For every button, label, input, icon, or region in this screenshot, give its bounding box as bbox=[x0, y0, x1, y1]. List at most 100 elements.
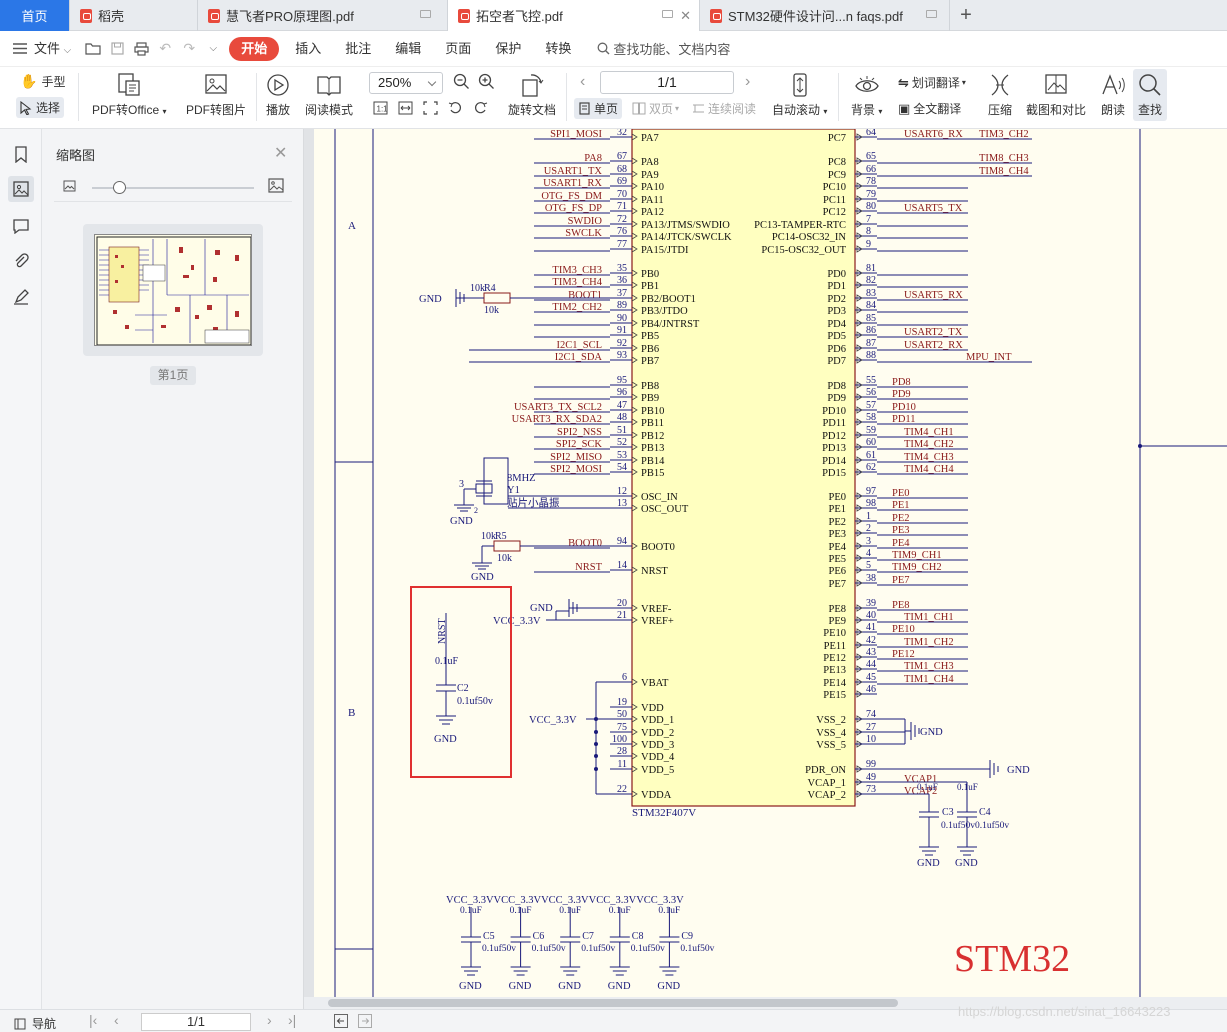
scrollbar-thumb[interactable] bbox=[328, 999, 898, 1007]
menu-page[interactable]: 页面 bbox=[445, 40, 472, 56]
net-label-TIM4_CH1: TIM4_CH1 bbox=[904, 427, 954, 438]
open-folder-icon[interactable] bbox=[81, 37, 105, 61]
rotate-document-button[interactable]: 旋转文档 bbox=[508, 71, 556, 118]
net-label-OTG_FS_DM: OTG_FS_DM bbox=[541, 191, 602, 202]
menu-convert[interactable]: 转换 bbox=[545, 40, 572, 56]
pin-number-88: 88 bbox=[866, 350, 876, 361]
undo-icon[interactable]: ↶ bbox=[159, 40, 172, 56]
double-page-button[interactable]: 双页▾ bbox=[632, 100, 679, 117]
horizontal-scrollbar[interactable] bbox=[304, 997, 1227, 1009]
bookmark-icon[interactable] bbox=[8, 141, 34, 167]
attachment-icon[interactable] bbox=[8, 248, 34, 274]
screenshot-compare-button[interactable]: 截图和对比 bbox=[1026, 71, 1086, 118]
monitor-icon[interactable] bbox=[420, 10, 431, 18]
zoom-out-icon[interactable] bbox=[453, 73, 470, 90]
pin-name-PC8: PC8 bbox=[828, 157, 846, 168]
auto-scroll-button[interactable]: 自动滚动 ▾ bbox=[772, 71, 827, 118]
pdf-to-image-button[interactable]: PDF转图片 bbox=[186, 71, 246, 118]
c2-ref: C2 bbox=[457, 683, 469, 694]
monitor-icon[interactable] bbox=[926, 10, 937, 18]
menu-protect[interactable]: 保护 bbox=[495, 40, 522, 56]
page-number-input[interactable]: 1/1 bbox=[600, 71, 734, 94]
bypass-value: 0.1uF bbox=[510, 906, 532, 916]
last-page-icon[interactable]: ›| bbox=[288, 1012, 297, 1028]
bypass-rating: 0.1uf50v bbox=[680, 943, 714, 954]
page-thumbnail[interactable] bbox=[83, 224, 263, 356]
tab-stm32-faqs-pdf[interactable]: STM32硬件设计问...n faqs.pdf bbox=[700, 0, 950, 31]
close-icon[interactable]: ✕ bbox=[680, 8, 691, 23]
next-page-icon[interactable]: › bbox=[745, 73, 751, 90]
slider-handle[interactable] bbox=[113, 181, 126, 194]
signature-icon[interactable] bbox=[8, 284, 34, 310]
forward-icon[interactable] bbox=[358, 1014, 372, 1028]
monitor-icon[interactable] bbox=[662, 10, 673, 18]
hamburger-icon[interactable] bbox=[8, 37, 32, 61]
pin-number-39: 39 bbox=[866, 598, 876, 609]
nav-toggle[interactable]: 导航 bbox=[14, 1015, 56, 1032]
menu-start[interactable]: 开始 bbox=[229, 36, 280, 61]
menu-edit[interactable]: 编辑 bbox=[395, 40, 422, 56]
thumbnail-icon[interactable] bbox=[8, 176, 34, 202]
new-tab-button[interactable]: + bbox=[960, 4, 972, 26]
zoom-select[interactable]: 250% bbox=[369, 72, 443, 94]
r4-ref: R4 bbox=[484, 283, 496, 294]
feature-search[interactable]: 查找功能、文档内容 bbox=[597, 39, 730, 58]
pin-name-PE11: PE11 bbox=[824, 641, 846, 652]
actual-size-icon[interactable]: 1:1 bbox=[373, 101, 388, 115]
pin-name-PD13: PD13 bbox=[822, 443, 846, 454]
pin-arrow bbox=[856, 319, 863, 327]
stm32-chip-body bbox=[631, 129, 856, 807]
file-menu[interactable]: 文件 ⌵ bbox=[34, 40, 72, 56]
tab-label: STM32硬件设计问...n faqs.pdf bbox=[728, 9, 903, 24]
pin-number-6: 6 bbox=[622, 672, 627, 683]
fit-page-icon[interactable] bbox=[423, 101, 438, 115]
r4-value-bottom: 10k bbox=[484, 305, 499, 316]
large-image-icon[interactable] bbox=[268, 178, 284, 196]
pin-name-PC13-TAMPER-RTC: PC13-TAMPER-RTC bbox=[754, 220, 846, 231]
first-page-icon[interactable]: |‹ bbox=[89, 1012, 98, 1028]
save-icon[interactable] bbox=[105, 37, 129, 61]
status-page-input[interactable]: 1/1 bbox=[141, 1013, 251, 1031]
compress-button[interactable]: 压缩 bbox=[987, 71, 1013, 118]
pin-arrow bbox=[631, 604, 638, 612]
tab-home[interactable]: 首页 bbox=[0, 0, 70, 31]
next-page-icon[interactable]: › bbox=[267, 1012, 272, 1028]
rotate-left-icon[interactable] bbox=[448, 101, 463, 115]
small-image-icon[interactable] bbox=[63, 180, 76, 195]
back-icon[interactable] bbox=[334, 1014, 348, 1028]
fit-width-icon[interactable] bbox=[398, 101, 413, 115]
zoom-in-icon[interactable] bbox=[478, 73, 495, 90]
net-label-PE1: PE1 bbox=[892, 500, 910, 511]
hand-label: 手型 bbox=[41, 75, 66, 89]
tab-tuokongzhe-pdf[interactable]: 拓空者飞控.pdf ✕ bbox=[448, 0, 700, 31]
background-button[interactable]: 背景 ▾ bbox=[851, 71, 882, 118]
continuous-read-button[interactable]: 连续阅读 bbox=[692, 100, 756, 117]
select-tool[interactable]: 选择 bbox=[16, 97, 65, 118]
find-button[interactable]: 查找 bbox=[1133, 69, 1167, 121]
prev-page-icon[interactable]: ‹ bbox=[580, 73, 586, 90]
prev-page-icon[interactable]: ‹ bbox=[114, 1012, 119, 1028]
close-icon[interactable]: ✕ bbox=[274, 145, 288, 162]
chevron-down-icon[interactable]: ⌵ bbox=[209, 43, 218, 54]
menu-annotate[interactable]: 批注 bbox=[345, 40, 372, 56]
rotate-right-icon[interactable] bbox=[473, 101, 488, 115]
comment-icon[interactable] bbox=[8, 213, 34, 239]
tab-huifeizhe-pdf[interactable]: 慧飞者PRO原理图.pdf bbox=[198, 0, 448, 31]
tab-docer[interactable]: 稻壳 bbox=[70, 0, 198, 31]
translate-full-button[interactable]: ▣全文翻译 bbox=[898, 100, 961, 117]
pdf-to-office-button[interactable]: PDF转Office ▾ bbox=[92, 71, 167, 118]
nrst-net: NRST bbox=[437, 618, 448, 644]
redo-icon[interactable]: ↷ bbox=[183, 40, 196, 56]
pin-number-60: 60 bbox=[866, 437, 876, 448]
hand-tool[interactable]: ✋手型 bbox=[20, 73, 65, 90]
menu-insert[interactable]: 插入 bbox=[295, 40, 322, 56]
print-icon[interactable] bbox=[129, 37, 153, 61]
read-aloud-button[interactable]: 朗读 bbox=[1100, 71, 1126, 118]
single-page-button[interactable]: 单页 bbox=[574, 98, 623, 119]
thumbnail-size-slider[interactable] bbox=[92, 187, 254, 189]
read-mode-button[interactable]: 阅读模式 bbox=[305, 71, 353, 118]
continuous-read-label: 连续阅读 bbox=[708, 102, 757, 116]
translate-word-button[interactable]: ⇋划词翻译▾ bbox=[898, 74, 966, 91]
play-button[interactable]: 播放 bbox=[265, 71, 291, 118]
